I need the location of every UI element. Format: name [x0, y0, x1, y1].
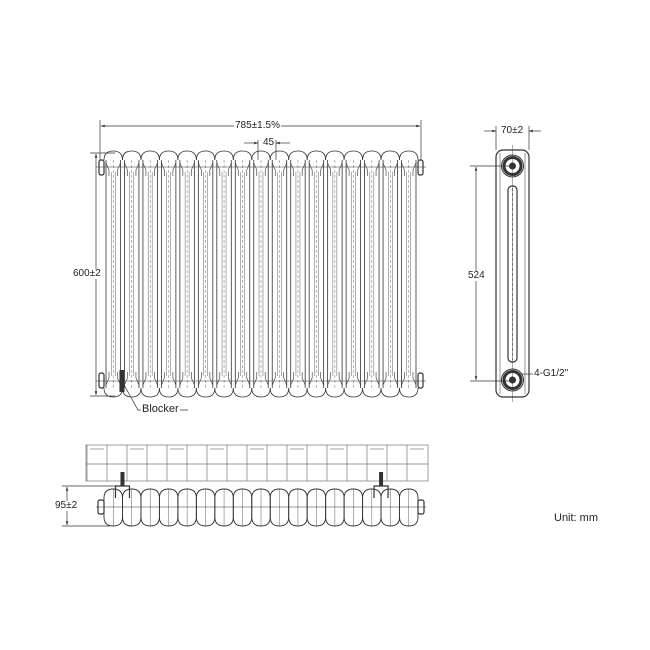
- side-depth-dimension: [484, 126, 541, 150]
- unit-label: Unit: mm: [554, 512, 598, 524]
- top-view-profile: [96, 472, 426, 527]
- pitch-dimension: [244, 140, 290, 160]
- side-depth-label: 70±2: [500, 125, 525, 136]
- blocker-label: Blocker: [141, 403, 180, 415]
- top-view-wall: [85, 444, 429, 482]
- front-view: [96, 150, 426, 398]
- top-depth-label: 95±2: [54, 500, 79, 511]
- pitch-dimension-label: 45: [262, 137, 276, 148]
- side-center-label: 524: [467, 270, 486, 281]
- side-view: [495, 145, 530, 402]
- height-dimension-label: 600±2: [72, 268, 102, 279]
- width-dimension-label: 785±1.5%: [234, 120, 281, 131]
- connection-label: 4-G1/2": [533, 368, 570, 379]
